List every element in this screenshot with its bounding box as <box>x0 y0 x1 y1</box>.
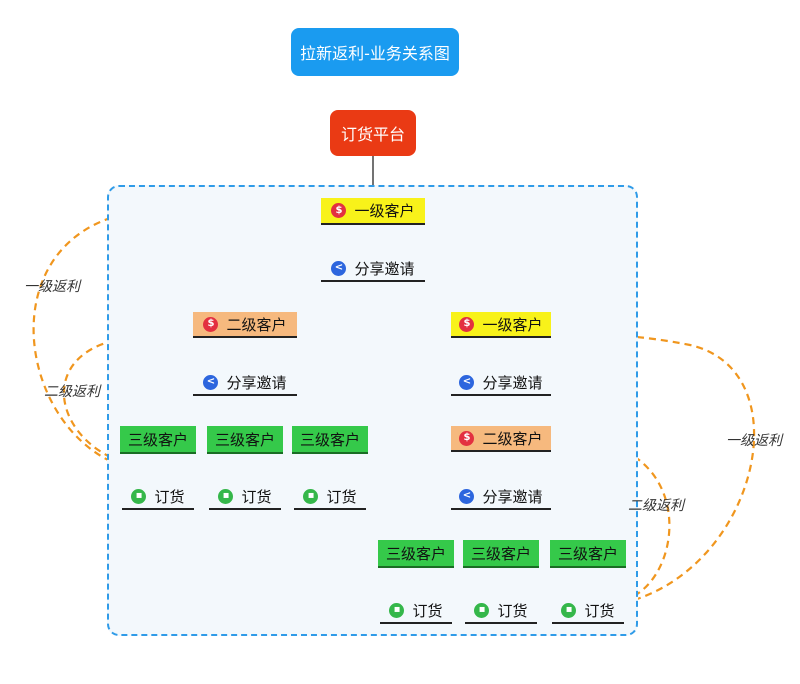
cart-icon: ▪ <box>389 602 405 618</box>
node-label: 一级客户 <box>482 315 543 334</box>
coin-icon: $ <box>459 316 475 332</box>
level3-customer: 三级客户 <box>292 426 368 454</box>
node-label: 一级客户 <box>354 202 415 220</box>
level3-customer: 三级客户 <box>550 540 626 568</box>
level2-customer-left: $ 二级客户 <box>193 312 297 338</box>
share-icon: < <box>331 260 347 276</box>
share-icon: < <box>459 488 475 504</box>
level3-customer: 三级客户 <box>378 540 454 568</box>
level3-customer: 三级客户 <box>120 426 196 454</box>
cart-icon: ▪ <box>474 602 490 618</box>
share-invite-right: < 分享邀请 <box>451 370 551 396</box>
order-node: ▪ 订货 <box>209 484 281 510</box>
order-node: ▪ 订货 <box>122 484 194 510</box>
level3-customer: 三级客户 <box>207 426 283 454</box>
rebate-label-level1-left: 一级返利 <box>24 279 80 295</box>
node-label: 分享邀请 <box>482 373 543 392</box>
cart-icon: ▪ <box>131 488 147 504</box>
node-label: 订货 <box>241 487 272 506</box>
node-label: 订货 <box>154 487 185 506</box>
level2-customer-right: $ 二级客户 <box>451 426 551 452</box>
rebate-label-level2-right: 二级返利 <box>628 498 684 514</box>
cart-icon: ▪ <box>561 602 577 618</box>
node-label: 订货 <box>412 601 443 620</box>
cart-icon: ▪ <box>218 488 234 504</box>
node-label: 订货 <box>497 601 528 620</box>
root-node-order-platform: 订货平台 <box>330 110 416 156</box>
node-label: 分享邀请 <box>354 259 415 278</box>
coin-icon: $ <box>331 203 347 218</box>
node-label: 订货 <box>326 487 357 506</box>
order-node: ▪ 订货 <box>552 598 624 624</box>
level1-customer-top: $ 一级客户 <box>321 198 425 225</box>
node-label: 分享邀请 <box>482 487 543 506</box>
diagram-title: 拉新返利-业务关系图 <box>291 28 459 76</box>
level1-customer-right: $ 一级客户 <box>451 312 551 338</box>
order-node: ▪ 订货 <box>294 484 366 510</box>
order-node: ▪ 订货 <box>380 598 452 624</box>
node-label: 二级客户 <box>226 315 287 334</box>
share-invite-left: < 分享邀请 <box>193 370 297 396</box>
share-invite-top: < 分享邀请 <box>321 256 425 282</box>
node-label: 订货 <box>584 601 615 620</box>
node-label: 分享邀请 <box>226 373 287 392</box>
share-invite-right-lower: < 分享邀请 <box>451 484 551 510</box>
level3-customer: 三级客户 <box>463 540 539 568</box>
rebate-label-level1-right: 一级返利 <box>726 433 782 449</box>
share-icon: < <box>459 374 475 390</box>
order-node: ▪ 订货 <box>465 598 537 624</box>
rebate-label-level2-left: 二级返利 <box>44 384 100 400</box>
customer-group-container <box>107 185 638 636</box>
cart-icon: ▪ <box>303 488 319 504</box>
share-icon: < <box>203 374 219 390</box>
coin-icon: $ <box>459 430 475 446</box>
coin-icon: $ <box>203 316 219 332</box>
node-label: 二级客户 <box>482 429 543 448</box>
